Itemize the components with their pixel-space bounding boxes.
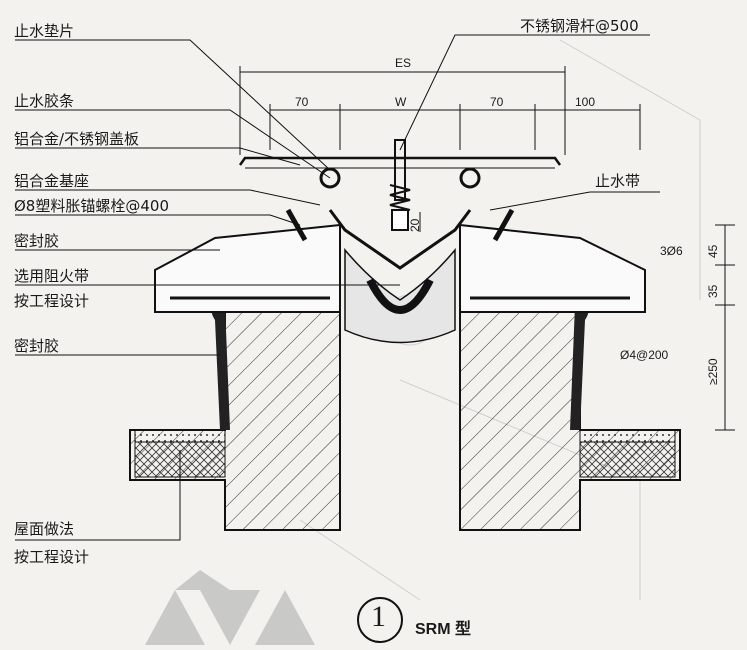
label-water-gasket: 止水垫片 — [14, 22, 75, 40]
right-dimension-lines — [419, 212, 735, 431]
label-water-stop-band: 止水带 — [595, 172, 641, 190]
label-fire-strip: 选用阻火带 — [14, 267, 90, 285]
label-base: 铝合金基座 — [14, 172, 90, 190]
top-dimension-lines — [239, 66, 641, 155]
right-concrete-slab — [459, 311, 681, 531]
dim-v-250: ≥250 — [706, 358, 720, 385]
dim-v-35: 35 — [706, 284, 720, 298]
detail-number-circle — [357, 597, 403, 643]
label-stainless-slide-rod: 不锈钢滑杆@500 — [520, 17, 639, 35]
left-concrete-slab — [129, 311, 341, 531]
fire-barrier — [344, 247, 456, 344]
left-anchor-bolt — [285, 208, 308, 242]
dim-depth-20: 20 — [408, 218, 422, 232]
label-sealant-top: 密封胶 — [14, 232, 60, 250]
right-roof-layers — [579, 429, 676, 478]
label-cover-plate: 铝合金/不锈钢盖板 — [14, 130, 140, 148]
slide-rod-spring — [389, 139, 411, 231]
label-roof-practice: 屋面做法 — [14, 520, 75, 538]
dim-rebar-3: 3Ø6 — [660, 244, 683, 258]
dim-es: ES — [395, 56, 412, 70]
right-sealant-bead — [570, 305, 589, 430]
right-anchor-bolt — [492, 208, 515, 242]
right-gasket — [459, 167, 481, 189]
left-base-wedge — [154, 223, 341, 313]
label-sealant-bottom: 密封胶 — [14, 337, 60, 355]
dim-right-100: 100 — [575, 95, 596, 109]
left-sealant-bead — [211, 305, 230, 430]
dim-rebar-4: Ø4@200 — [620, 348, 669, 362]
label-anchor-bolt: Ø8塑料胀锚螺栓@400 — [14, 197, 169, 215]
dim-w: W — [395, 95, 407, 109]
detail-type-title: SRM 型 — [415, 621, 472, 638]
label-per-design-bottom: 按工程设计 — [14, 548, 90, 566]
dim-v-45: 45 — [706, 244, 720, 258]
detail-number: 1 — [371, 600, 386, 633]
label-per-design-top: 按工程设计 — [14, 292, 90, 310]
watermark-logo — [145, 570, 315, 645]
cover-plate — [238, 156, 562, 169]
leader-lines — [15, 34, 660, 541]
label-water-strip: 止水胶条 — [14, 92, 75, 110]
water-stop-band-v — [328, 209, 472, 270]
dim-right-70: 70 — [490, 95, 504, 109]
left-gasket — [319, 167, 341, 189]
right-base-wedge — [459, 223, 646, 313]
dim-left-70: 70 — [295, 95, 309, 109]
